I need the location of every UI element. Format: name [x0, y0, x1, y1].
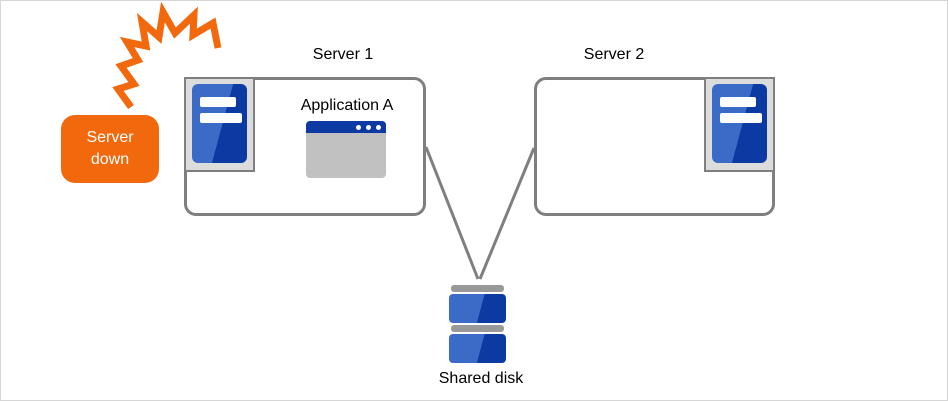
- window-dot-icon: [356, 124, 361, 130]
- server1-icon-frame: [184, 77, 255, 172]
- shared-disk-label: Shared disk: [438, 370, 524, 387]
- server-slot-icon: [720, 113, 762, 123]
- disk-cap: [451, 285, 504, 292]
- disk-platter: [449, 294, 506, 323]
- connector-server2-disk: [478, 147, 536, 280]
- server-down-badge: Server down: [61, 115, 159, 183]
- server2-icon-frame: [704, 77, 775, 172]
- disk-stack-icon: [449, 285, 506, 363]
- server1-label: Server 1: [312, 46, 374, 63]
- application-label: Application A: [300, 97, 394, 114]
- app-window-icon: [306, 121, 386, 178]
- connector-server1-disk: [424, 146, 480, 280]
- server-slot-icon: [200, 97, 236, 107]
- disk-platter: [449, 334, 506, 363]
- lightning-crack-icon: [112, 1, 222, 110]
- window-dot-icon: [376, 124, 381, 130]
- disk-cap: [451, 325, 504, 332]
- app-titlebar: [306, 121, 386, 133]
- server-slot-icon: [200, 113, 242, 123]
- server2-label: Server 2: [583, 46, 645, 63]
- server-slot-icon: [720, 97, 756, 107]
- window-dot-icon: [366, 124, 371, 130]
- server-tower-icon: [192, 84, 247, 163]
- server-tower-icon: [712, 84, 767, 163]
